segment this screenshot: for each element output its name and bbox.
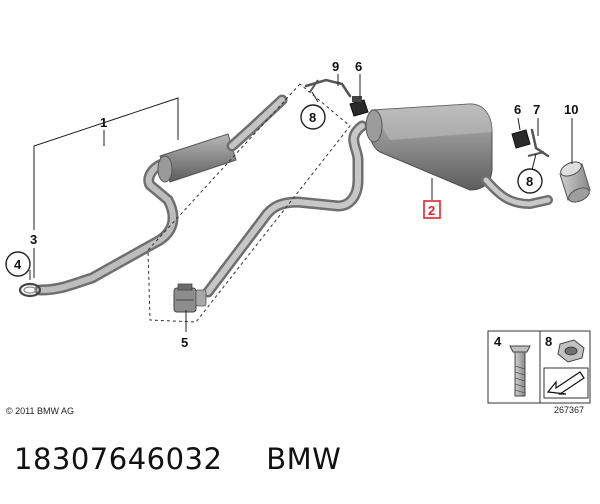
callout-4-circle bbox=[5, 251, 31, 277]
callout-5: 5 bbox=[181, 335, 188, 350]
callout-1: 1 bbox=[100, 115, 107, 130]
callout-4: 4 bbox=[14, 257, 22, 272]
callout-9: 9 bbox=[332, 59, 339, 74]
callout-2: 2 bbox=[428, 203, 435, 218]
callout-8-right-circle bbox=[517, 168, 543, 194]
hardware-legend: 4 8 bbox=[487, 330, 591, 404]
pipe-clamp bbox=[173, 283, 207, 313]
legend-label-4: 4 bbox=[494, 334, 502, 349]
callout-10: 10 bbox=[564, 102, 578, 117]
rubber-mount-left bbox=[349, 96, 369, 117]
callout-6-left: 6 bbox=[355, 59, 362, 74]
direction-arrow-icon bbox=[543, 367, 589, 399]
rear-muffler bbox=[365, 103, 553, 210]
callout-8-left-circle bbox=[300, 104, 326, 130]
callout-6-right: 6 bbox=[514, 102, 521, 117]
front-pipe-assembly bbox=[18, 94, 288, 298]
image-number: 267367 bbox=[554, 405, 584, 415]
rubber-mount-right bbox=[511, 129, 531, 149]
legend-label-8: 8 bbox=[545, 334, 552, 349]
exhaust-system-diagram: 1 2 3 4 5 6 6 7 8 8 9 10 4 8 © bbox=[5, 59, 591, 416]
callout-8-left: 8 bbox=[309, 110, 316, 125]
part-number: 18307646032 bbox=[14, 442, 223, 476]
nut-icon bbox=[557, 339, 585, 363]
tailpipe-trim bbox=[559, 161, 591, 203]
callout-7: 7 bbox=[533, 102, 540, 117]
intermediate-pipe bbox=[202, 120, 368, 298]
copyright-text: © 2011 BMW AG bbox=[6, 406, 74, 416]
part-info-footer: 18307646032 BMW bbox=[14, 442, 341, 476]
callout-2-highlight bbox=[423, 200, 441, 219]
callout-3: 3 bbox=[30, 232, 37, 247]
hanger-bracket bbox=[304, 78, 352, 98]
clamp-part bbox=[18, 282, 42, 298]
part-group-outline bbox=[147, 83, 351, 323]
leader-lines bbox=[29, 74, 573, 332]
bolt-icon bbox=[509, 345, 531, 397]
brand-name: BMW bbox=[266, 442, 342, 476]
callout-8-right: 8 bbox=[526, 174, 533, 189]
